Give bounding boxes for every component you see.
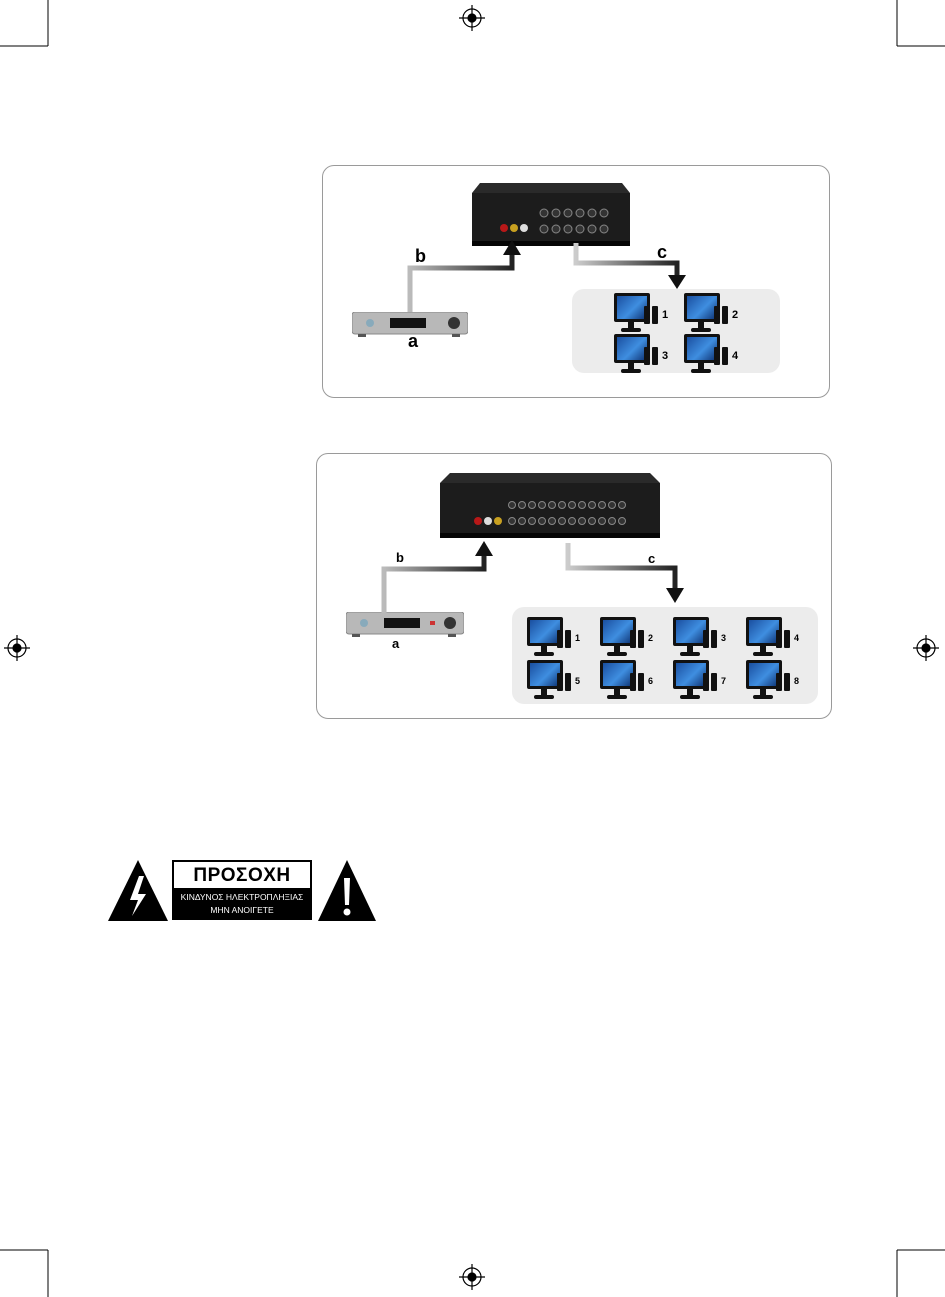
label-c-4-way: c [657,242,667,263]
monitor-speaker-set-8: 8 [746,660,806,706]
monitor-speaker-set-4: 4 [684,334,744,380]
output-number: 2 [648,633,653,643]
speaker-icon [703,673,709,691]
label-a-8-way: a [392,636,399,651]
exclamation-warning-icon [318,860,376,922]
lightning-warning-icon [108,860,168,922]
monitor-speaker-set-5: 5 [527,660,587,706]
output-number: 8 [794,676,799,686]
speaker-icon [630,673,636,691]
output-number: 7 [721,676,726,686]
monitor-speaker-set-1: 1 [527,617,587,663]
speaker-icon [557,673,563,691]
caution-line-2: ΜΗΝ ΑΝΟΙΓΕΤΕ [174,904,310,917]
output-number: 4 [794,633,799,643]
label-b-4-way: b [415,246,426,267]
label-a-4-way: a [408,331,418,352]
speaker-icon [557,630,563,648]
label-b-8-way: b [396,550,404,565]
output-number: 4 [732,350,738,362]
speaker-icon [714,347,720,365]
speaker-icon [630,630,636,648]
monitor-speaker-set-3: 3 [673,617,733,663]
label-c-8-way: c [648,551,655,566]
output-number: 5 [575,676,580,686]
monitor-speaker-set-4: 4 [746,617,806,663]
caution-label: ΠΡΟΣΟΧΗ ΚΙΝΔΥΝΟΣ ΗΛΕΚΤΡΟΠΛΗΞΙΑΣ ΜΗΝ ΑΝΟΙ… [172,860,312,920]
output-number: 3 [721,633,726,643]
speaker-icon [714,306,720,324]
caution-title: ΠΡΟΣΟΧΗ [174,862,310,888]
speaker-icon [644,347,650,365]
monitor-speaker-set-3: 3 [614,334,674,380]
speaker-icon [703,630,709,648]
monitor-speaker-set-2: 2 [684,293,744,339]
output-group-8-way: 1 2 3 4 5 6 7 8 [512,607,818,704]
speaker-icon [776,630,782,648]
caution-subtitle: ΚΙΝΔΥΝΟΣ ΗΛΕΚΤΡΟΠΛΗΞΙΑΣ ΜΗΝ ΑΝΟΙΓΕΤΕ [174,888,310,920]
output-group-4-way: 1 2 3 4 [572,289,780,373]
speaker-icon [776,673,782,691]
output-number: 1 [575,633,580,643]
speaker-icon [644,306,650,324]
caution-line-1: ΚΙΝΔΥΝΟΣ ΗΛΕΚΤΡΟΠΛΗΞΙΑΣ [174,891,310,904]
output-number: 1 [662,309,668,321]
output-number: 6 [648,676,653,686]
output-number: 3 [662,350,668,362]
monitor-speaker-set-6: 6 [600,660,660,706]
output-number: 2 [732,309,738,321]
monitor-speaker-set-2: 2 [600,617,660,663]
monitor-speaker-set-1: 1 [614,293,674,339]
monitor-speaker-set-7: 7 [673,660,733,706]
